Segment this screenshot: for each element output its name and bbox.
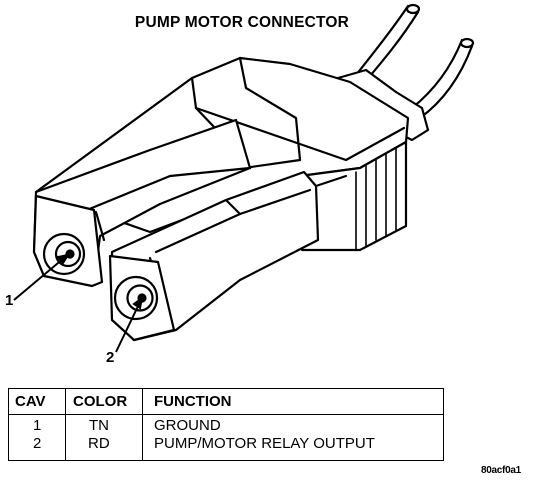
row-1-color: TN — [89, 417, 109, 434]
cavity-table: CAV COLOR FUNCTION 1 TN GROUND 2 RD PUMP… — [8, 388, 444, 461]
wire-1-end — [405, 3, 421, 15]
row-1-cav: 1 — [33, 417, 42, 434]
wire-2-end — [459, 37, 475, 49]
rear-grip — [298, 140, 408, 252]
callout-2-leader — [115, 301, 141, 353]
header-color: COLOR — [73, 393, 128, 410]
callout-1-leader — [13, 257, 65, 301]
row-2-function: PUMP/MOTOR RELAY OUTPUT — [154, 435, 375, 452]
callout-1-label: 1 — [5, 292, 14, 309]
header-function: FUNCTION — [154, 393, 232, 410]
figure-id: 80acf0a1 — [481, 465, 521, 476]
row-2-color: RD — [88, 435, 110, 452]
pump-motor-connector-illustration — [13, 3, 475, 353]
column-divider-2 — [142, 389, 143, 460]
table-header: CAV COLOR FUNCTION — [9, 389, 443, 415]
column-divider-1 — [65, 389, 66, 460]
row-1-function: GROUND — [154, 417, 221, 434]
row-2-cav: 2 — [33, 435, 42, 452]
table-row: 1 TN GROUND — [9, 417, 443, 435]
diagram-title: PUMP MOTOR CONNECTOR — [134, 14, 350, 31]
callout-2-label: 2 — [106, 349, 115, 366]
table-row: 2 RD PUMP/MOTOR RELAY OUTPUT — [9, 435, 443, 453]
header-cav: CAV — [15, 393, 46, 410]
